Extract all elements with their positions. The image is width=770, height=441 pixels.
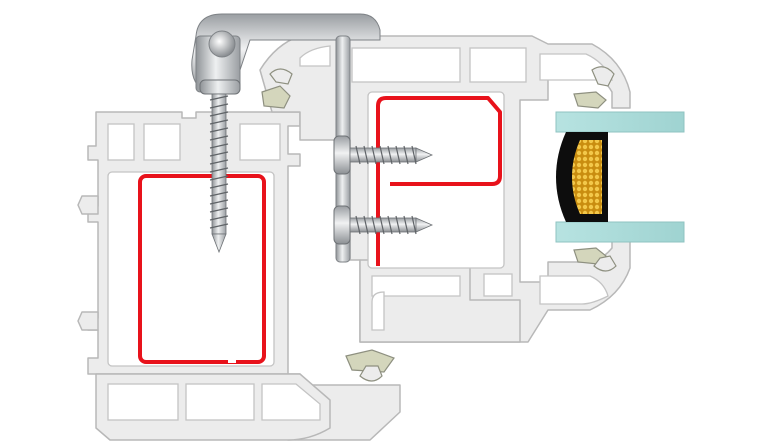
screw-icon xyxy=(333,205,433,245)
seal-gasket-icon xyxy=(261,66,617,382)
frame-reinforcement xyxy=(138,174,266,364)
hinge-pin-icon xyxy=(208,30,236,58)
glass-pane-icon xyxy=(555,111,685,243)
frame-chambers xyxy=(107,123,321,421)
sash-reinforcement xyxy=(376,96,502,266)
screw-icon xyxy=(199,79,241,254)
screw-icon xyxy=(333,135,433,175)
